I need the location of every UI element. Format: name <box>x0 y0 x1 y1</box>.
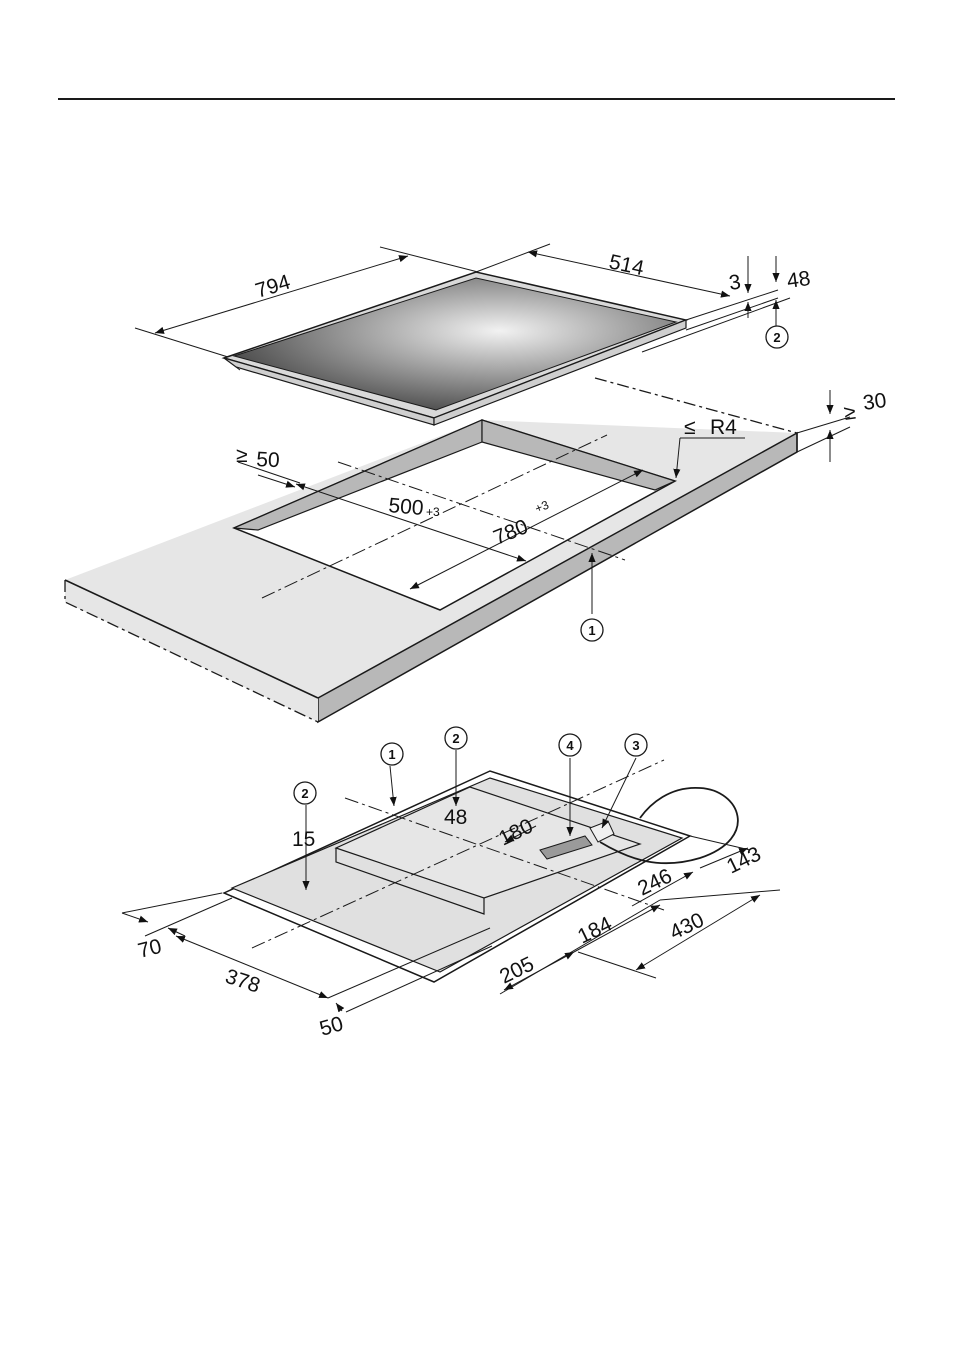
callout-bottom-2b: 2 <box>294 782 316 804</box>
dim-48-bottom: 48 <box>444 806 467 829</box>
dim-500-tol: +3 <box>426 505 440 519</box>
callout-bottom-1: 1 <box>381 743 403 765</box>
dim-30: 30 <box>861 389 887 415</box>
svg-text:2: 2 <box>301 786 308 801</box>
svg-text:2: 2 <box>452 731 459 746</box>
dim-70: 70 <box>136 935 164 963</box>
hob-top <box>224 272 686 425</box>
radius-prefix: ≤ <box>684 416 696 439</box>
dim-794: 794 <box>253 270 294 302</box>
dim-50-prefix: ≥ <box>236 444 248 467</box>
callout-top-2: 2 <box>766 326 788 348</box>
svg-text:1: 1 <box>588 623 595 638</box>
dim-246: 246 <box>634 864 676 900</box>
dim-50-top: 50 <box>256 448 281 472</box>
dim-500: 500 <box>388 494 425 520</box>
callout-bottom-3: 3 <box>625 734 647 756</box>
svg-text:1: 1 <box>388 747 395 762</box>
dim-15: 15 <box>292 828 315 851</box>
callout-bottom-4: 4 <box>559 734 581 756</box>
dim-205: 205 <box>496 952 538 988</box>
dim-430: 430 <box>666 908 708 944</box>
callout-top-1: 1 <box>581 619 603 641</box>
svg-text:2: 2 <box>773 330 780 345</box>
dim-30-prefix: ≥ <box>842 401 857 425</box>
svg-text:3: 3 <box>632 738 639 753</box>
dim-378: 378 <box>222 965 262 998</box>
dim-50-bottom: 50 <box>317 1012 346 1041</box>
dim-3: 3 <box>727 271 742 295</box>
dim-143: 143 <box>723 842 765 878</box>
dim-48-top: 48 <box>785 267 811 293</box>
dim-184: 184 <box>574 912 616 948</box>
callout-bottom-2a: 2 <box>445 727 467 749</box>
svg-text:4: 4 <box>566 738 574 753</box>
radius-r4: R4 <box>710 416 737 439</box>
dim-514: 514 <box>607 250 646 280</box>
